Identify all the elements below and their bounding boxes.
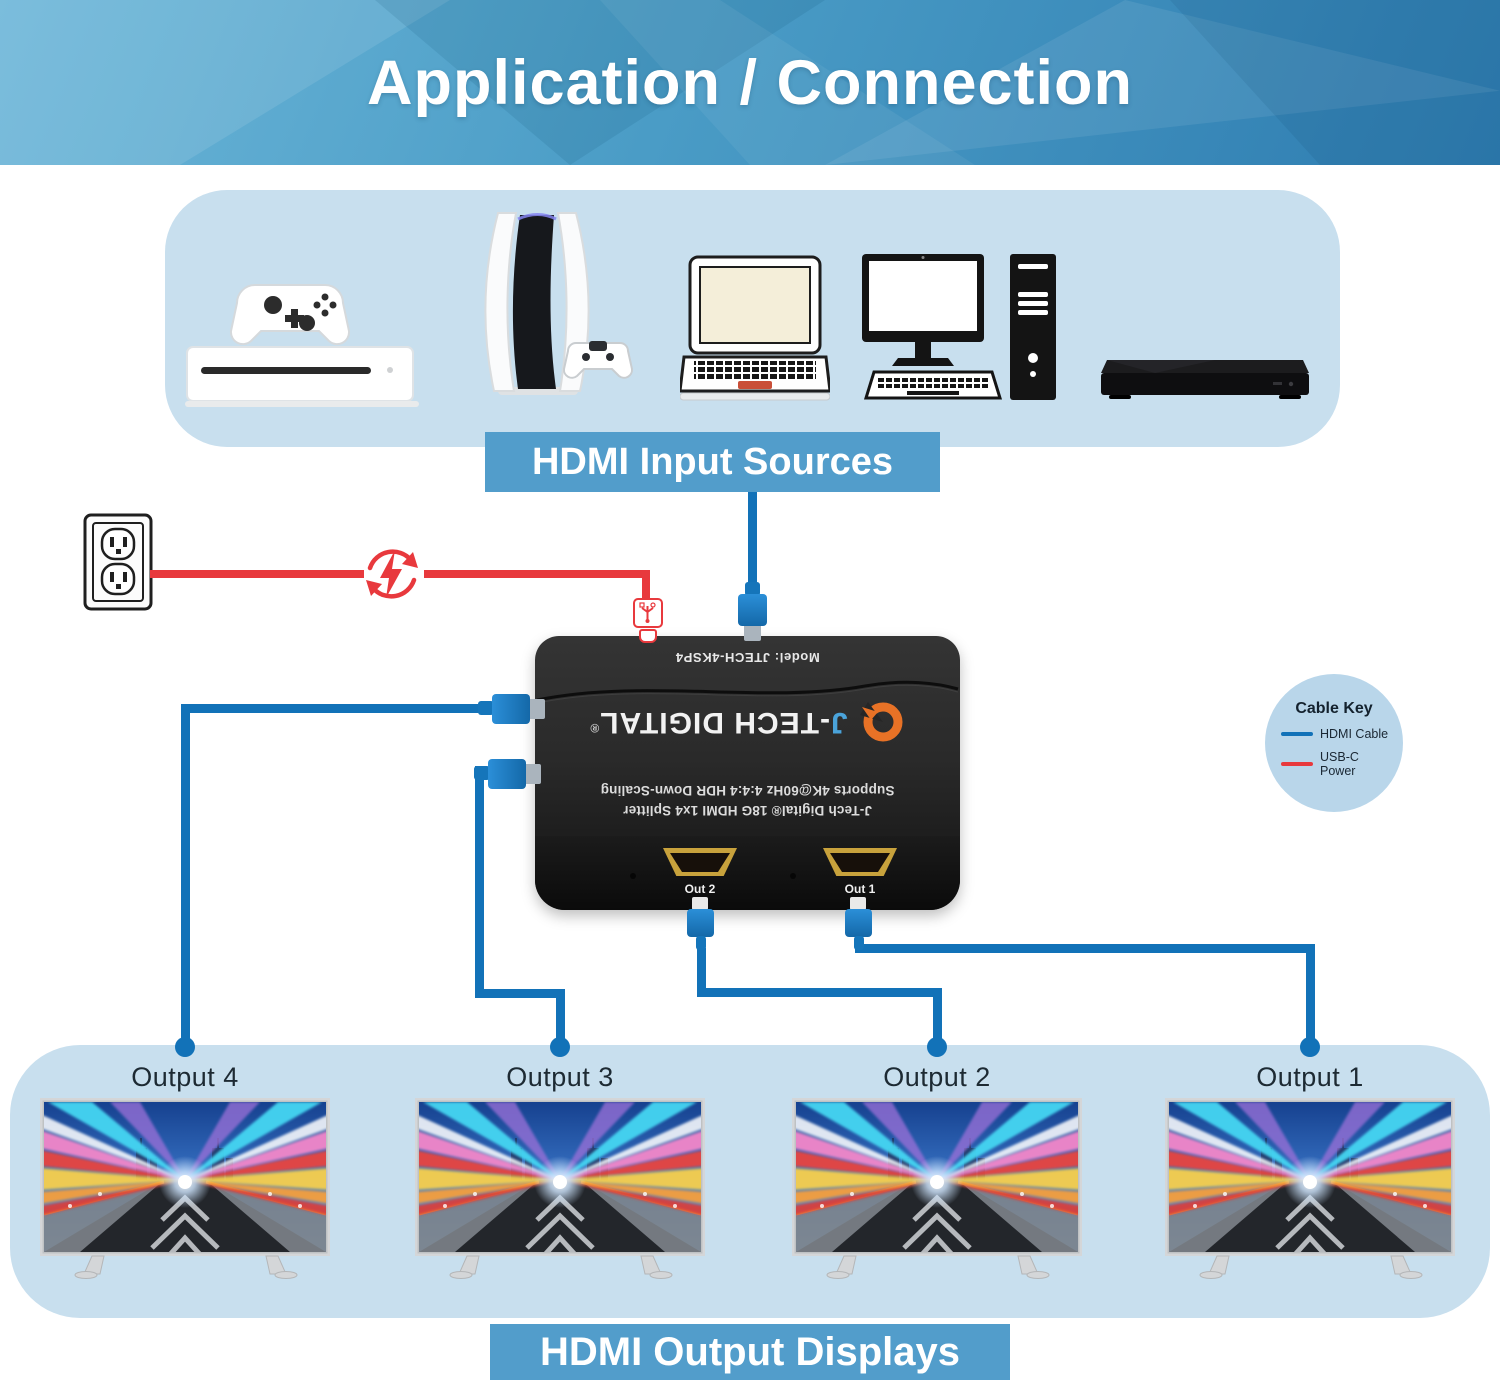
hdmi-port-plug: [692, 897, 708, 910]
usb-power-cable-segment: [150, 570, 364, 578]
output-display: Output 2: [792, 1062, 1082, 1280]
device-spec-line1: J-Tech Digital® 18G HDMI 1x4 Splitter: [623, 803, 872, 818]
cable-end-dot: [927, 1037, 947, 1057]
cable-key-entry: USB-C Power: [1275, 750, 1393, 778]
hdmi-cable-segment: [556, 989, 565, 1051]
page-title: Application / Connection: [367, 47, 1133, 118]
hdmi-cable-segment: [933, 988, 942, 1051]
hdmi-cable-segment: [855, 944, 1315, 953]
hdmi-cable-segment: [475, 989, 565, 998]
ps5-console-icon: [484, 212, 634, 395]
cable-key-title: Cable Key: [1295, 700, 1373, 717]
cable-key-entry: HDMI Cable: [1275, 727, 1393, 741]
brand-logo-row: J-TECH DIGITAL®: [589, 702, 905, 742]
cable-key-label: USB-C Power: [1320, 750, 1359, 778]
usb-c-connector-icon: [633, 598, 663, 628]
usb-power-cable-segment: [424, 570, 650, 578]
power-adapter-icon: [366, 549, 418, 599]
xbox-console-icon: [185, 284, 419, 407]
hdmi-cable-segment: [748, 492, 757, 584]
device-spec-line2: Supports 4K@60Hz 4:4:4 HDR Down-Scaling: [600, 782, 895, 798]
cable-key-label: HDMI Cable: [1320, 727, 1389, 741]
output-display-label: Output 3: [506, 1062, 614, 1092]
output-display: Output 1: [1165, 1062, 1455, 1280]
output-display-label: Output 4: [131, 1062, 239, 1092]
cable-key-swatch: [1281, 732, 1313, 736]
bluray-player-icon: [1101, 360, 1309, 399]
usb-c-connector-tip: [639, 629, 657, 643]
brand-rest: -TECH DIGITAL: [599, 706, 830, 740]
tv-icon: [1165, 1098, 1455, 1279]
port-label-out2: Out 2: [684, 882, 716, 896]
device-front-face: [535, 836, 960, 910]
input-sources-label: HDMI Input Sources: [485, 432, 940, 492]
jtech-logo-icon: [859, 702, 903, 742]
output-display: Output 4: [40, 1062, 330, 1280]
registered-mark: ®: [589, 721, 600, 736]
device-spec-text: J-Tech Digital® 18G HDMI 1x4 Splitter Su…: [601, 780, 895, 821]
hdmi-connector-icon: [488, 759, 526, 789]
cable-end-dot: [550, 1037, 570, 1057]
input-sources-panel: [165, 190, 1340, 447]
output-displays-label: HDMI Output Displays: [490, 1324, 1010, 1380]
hdmi-cable-segment: [181, 704, 190, 1047]
hdmi-connector-stub: [854, 936, 864, 950]
screw-hole: [790, 873, 796, 879]
hdmi-cable-segment: [181, 704, 481, 713]
wall-outlet-icon: [83, 513, 153, 611]
hdmi-connector-icon: [687, 909, 714, 937]
tv-icon: [415, 1098, 705, 1279]
tv-icon: [40, 1098, 330, 1279]
output-display-label: Output 1: [1256, 1062, 1364, 1092]
desktop-pc-icon: [862, 254, 1056, 400]
brand-j: J: [829, 706, 848, 740]
usb-power-cable-segment: [642, 570, 650, 600]
hdmi-connector-tip: [524, 764, 541, 784]
hdmi-connector-stub: [696, 936, 706, 950]
hdmi-connector-icon: [738, 594, 767, 626]
hdmi-cable-segment: [697, 988, 942, 997]
hdmi-connector-icon: [492, 694, 530, 724]
device-top-print: J-Tech Digital® 18G HDMI 1x4 Splitter Su…: [535, 636, 960, 832]
output-display: Output 3: [415, 1062, 705, 1280]
tv-icon: [792, 1098, 1082, 1279]
cable-end-dot: [175, 1037, 195, 1057]
brand-name: J-TECH DIGITAL®: [589, 705, 847, 739]
output-display-label: Output 2: [883, 1062, 991, 1092]
hdmi-cable-segment: [697, 948, 706, 997]
port-label-out1: Out 1: [844, 882, 876, 896]
hdmi-connector-stub: [474, 766, 490, 780]
hdmi-splitter-device: J-Tech Digital® 18G HDMI 1x4 Splitter Su…: [535, 636, 960, 910]
hdmi-connector-tip: [744, 624, 761, 641]
hdmi-out-port-2: [663, 848, 737, 876]
device-seam-line: [536, 680, 959, 704]
hdmi-connector-stub: [478, 701, 494, 715]
hdmi-connector-icon: [845, 909, 872, 937]
hdmi-connector-tip: [528, 699, 545, 719]
hdmi-port-plug: [850, 897, 866, 910]
hdmi-cable-segment: [1306, 944, 1315, 1051]
laptop-icon: [680, 255, 830, 401]
hdmi-connector-stub: [745, 582, 760, 596]
hdmi-out-port-1: [823, 848, 897, 876]
device-model-text: Model: JTECH-4KSP4: [675, 650, 820, 665]
cable-key-swatch: [1281, 762, 1313, 766]
cable-end-dot: [1300, 1037, 1320, 1057]
hdmi-cable-segment: [475, 766, 484, 998]
header-banner: Application / Connection: [0, 0, 1500, 165]
screw-hole: [630, 873, 636, 879]
